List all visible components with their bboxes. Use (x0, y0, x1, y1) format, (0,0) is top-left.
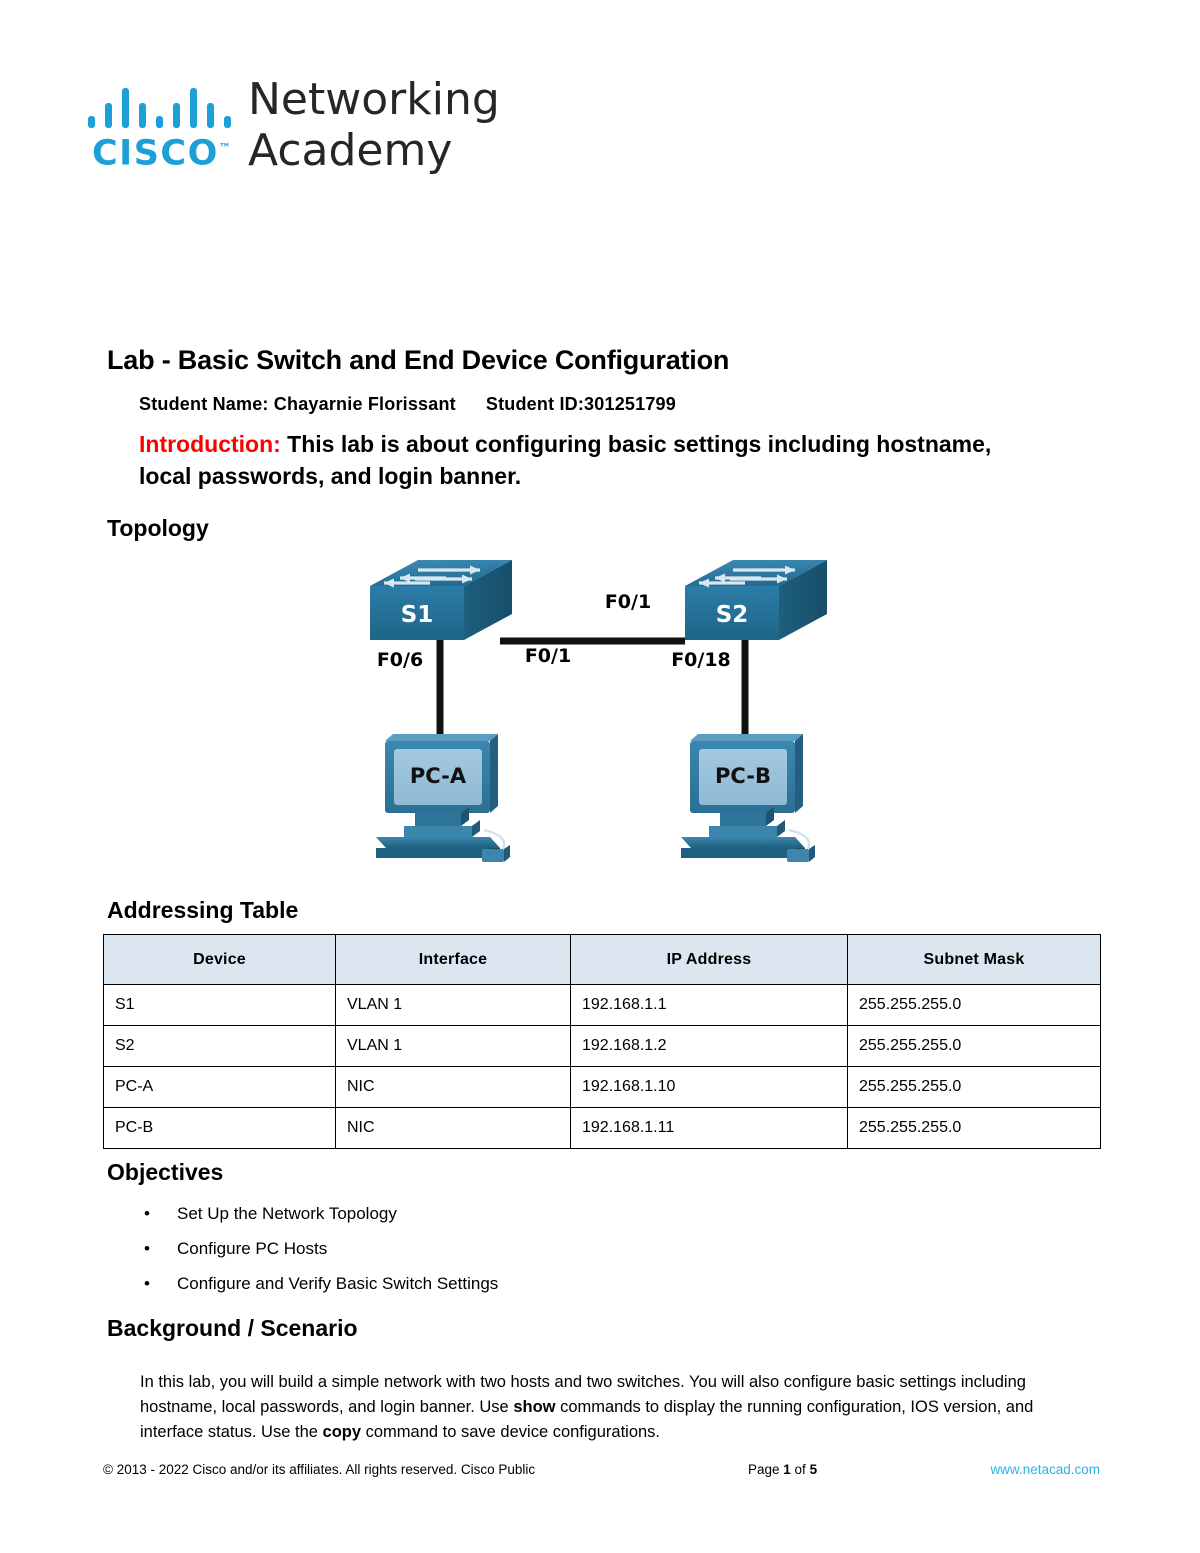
column-header-ip-address: IP Address (570, 934, 848, 985)
port-label-s2-trunk: F0/1 (605, 591, 651, 613)
column-header-subnet-mask: Subnet Mask (847, 934, 1101, 985)
column-header-device: Device (103, 934, 336, 985)
introduction-label: Introduction: (139, 431, 281, 457)
student-name: Student Name: Chayarnie Florissant (139, 394, 456, 414)
cell-subnet-mask: 255.255.255.0 (847, 1066, 1101, 1108)
cell-device: PC-A (103, 1066, 336, 1108)
cell-device: PC-B (103, 1107, 336, 1149)
list-item: Set Up the Network Topology (139, 1196, 939, 1231)
command-copy: copy (322, 1422, 362, 1441)
switch-s1-icon: S1 (370, 560, 512, 640)
page-title: Lab - Basic Switch and End Device Config… (107, 345, 730, 375)
table-header-row: Device Interface IP Address Subnet Mask (103, 934, 1101, 985)
cell-device: S2 (103, 1025, 336, 1067)
footer-copyright: © 2013 - 2022 Cisco and/or its affiliate… (103, 1462, 536, 1477)
port-label-s1-host: F0/6 (377, 649, 423, 671)
cell-interface: VLAN 1 (335, 1025, 571, 1067)
list-item: Configure PC Hosts (139, 1231, 939, 1266)
objectives-list: Set Up the Network Topology Configure PC… (139, 1196, 939, 1301)
background-text-part3: command to save device configurations. (361, 1422, 661, 1441)
footer-page-total: 5 (809, 1462, 818, 1477)
cisco-wordmark-text: CISCO (92, 133, 219, 174)
section-heading-objectives: Objectives (107, 1159, 224, 1185)
introduction-block: Introduction: This lab is about configur… (139, 428, 1039, 492)
table-row: PC-B NIC 192.168.1.11 255.255.255.0 (103, 1107, 1101, 1149)
command-show: show (513, 1397, 556, 1416)
list-item: Configure and Verify Basic Switch Settin… (139, 1266, 939, 1301)
port-label-s2-host: F0/18 (671, 649, 731, 671)
footer-website-link[interactable]: www.netacad.com (990, 1462, 1100, 1477)
student-id: Student ID:301251799 (485, 394, 676, 414)
cell-subnet-mask: 255.255.255.0 (847, 984, 1101, 1026)
pc-a-icon: PC-A (376, 734, 510, 862)
logo-line-networking: Networking (248, 74, 500, 125)
cell-subnet-mask: 255.255.255.0 (847, 1025, 1101, 1067)
student-info-line: Student Name: Chayarnie Florissant Studen… (139, 394, 676, 415)
trademark-symbol: ™ (218, 141, 231, 155)
cell-ip-address: 192.168.1.2 (570, 1025, 848, 1067)
footer-page-prefix: Page (748, 1462, 784, 1477)
page-footer: © 2013 - 2022 Cisco and/or its affiliate… (103, 1462, 1100, 1486)
cisco-bars-icon (88, 86, 233, 128)
cell-ip-address: 192.168.1.1 (570, 984, 848, 1026)
table-row: PC-A NIC 192.168.1.10 255.255.255.0 (103, 1066, 1101, 1108)
introduction-text: This lab is about configuring basic sett… (139, 431, 992, 489)
pc-b-label: PC-B (715, 764, 771, 788)
logo-line-academy: Academy (248, 125, 453, 176)
switch-s1-label: S1 (401, 602, 434, 628)
addressing-table: Device Interface IP Address Subnet Mask … (103, 934, 1101, 1149)
pc-b-icon: PC-B (681, 734, 815, 862)
switch-s2-icon: S2 (685, 560, 827, 640)
cell-interface: VLAN 1 (335, 984, 571, 1026)
table-row: S2 VLAN 1 192.168.1.2 255.255.255.0 (103, 1025, 1101, 1067)
section-heading-addressing-table: Addressing Table (107, 897, 299, 923)
section-heading-topology: Topology (107, 515, 209, 541)
footer-page-number: 1 (783, 1462, 791, 1477)
switch-s2-label: S2 (716, 602, 749, 628)
footer-page-indicator: Page 1 of 5 (748, 1462, 817, 1477)
network-topology-diagram: S1 S2 F0/1 F0/1 F0/6 F0/18 (360, 548, 860, 878)
cell-device: S1 (103, 984, 336, 1026)
topology-cables (436, 637, 749, 743)
background-paragraph: In this lab, you will build a simple net… (140, 1370, 1095, 1445)
cell-interface: NIC (335, 1066, 571, 1108)
cell-subnet-mask: 255.255.255.0 (847, 1107, 1101, 1149)
pc-a-label: PC-A (410, 764, 467, 788)
cell-ip-address: 192.168.1.11 (570, 1107, 848, 1149)
background-text-part1: In this lab, you will build a simple net… (140, 1372, 1026, 1416)
cisco-networking-academy-logo: CISCO™ Networking Academy (88, 74, 508, 188)
footer-page-mid: of (790, 1462, 810, 1477)
cell-interface: NIC (335, 1107, 571, 1149)
port-label-s1-trunk: F0/1 (525, 645, 571, 667)
table-row: S1 VLAN 1 192.168.1.1 255.255.255.0 (103, 984, 1101, 1026)
section-heading-background-scenario: Background / Scenario (107, 1315, 358, 1341)
column-header-interface: Interface (335, 934, 571, 985)
cell-ip-address: 192.168.1.10 (570, 1066, 848, 1108)
background-text-part2: commands to display the running configur… (140, 1397, 1034, 1441)
cisco-wordmark: CISCO™ (92, 128, 231, 174)
